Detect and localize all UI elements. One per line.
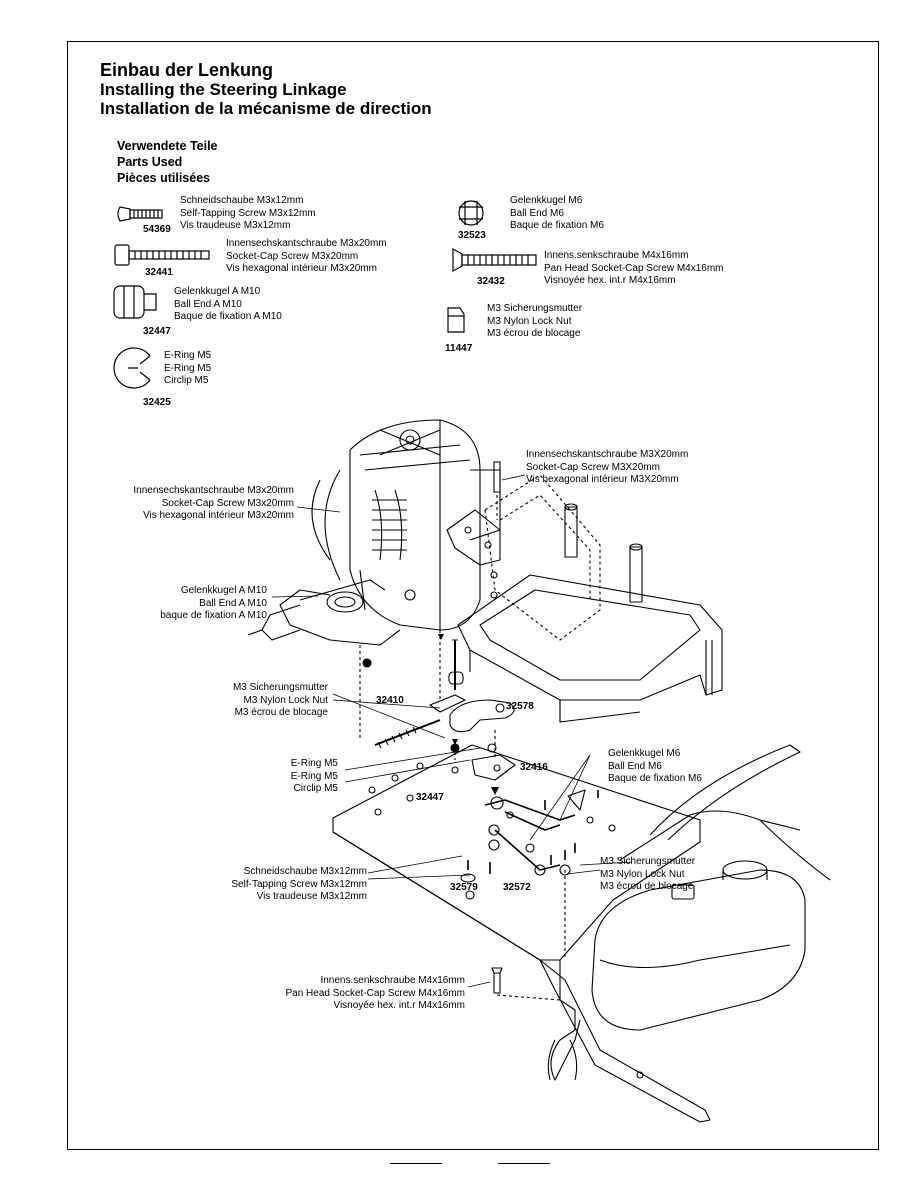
part-number-32410: 32410 (376, 695, 404, 706)
parts-heading-de: Verwendete Teile (117, 139, 218, 153)
part-number: 32432 (477, 276, 505, 287)
part-number: 11447 (445, 343, 473, 354)
part-number: 32523 (458, 230, 486, 241)
part-number: 32447 (143, 326, 171, 337)
part-number-32578: 32578 (506, 701, 534, 712)
part-number: 54369 (143, 224, 171, 235)
title-de: Einbau der Lenkung (100, 60, 274, 80)
part-number: 32441 (145, 267, 173, 278)
title-en: Installing the Steering Linkage (100, 80, 347, 99)
part-number-32579: 32579 (450, 882, 478, 893)
footer-rule (498, 1163, 550, 1164)
part-number-32572: 32572 (503, 882, 531, 893)
part-number: 32425 (143, 397, 171, 408)
parts-heading-fr: Pièces utilisées (117, 171, 211, 185)
part-number-32447: 32447 (416, 792, 444, 803)
part-number-32416: 32416 (520, 762, 548, 773)
title-fr: Installation de la mécanisme de directio… (100, 99, 432, 118)
page-border (67, 41, 879, 1150)
parts-heading-en: Parts Used (117, 155, 183, 169)
footer-rule (390, 1163, 442, 1164)
